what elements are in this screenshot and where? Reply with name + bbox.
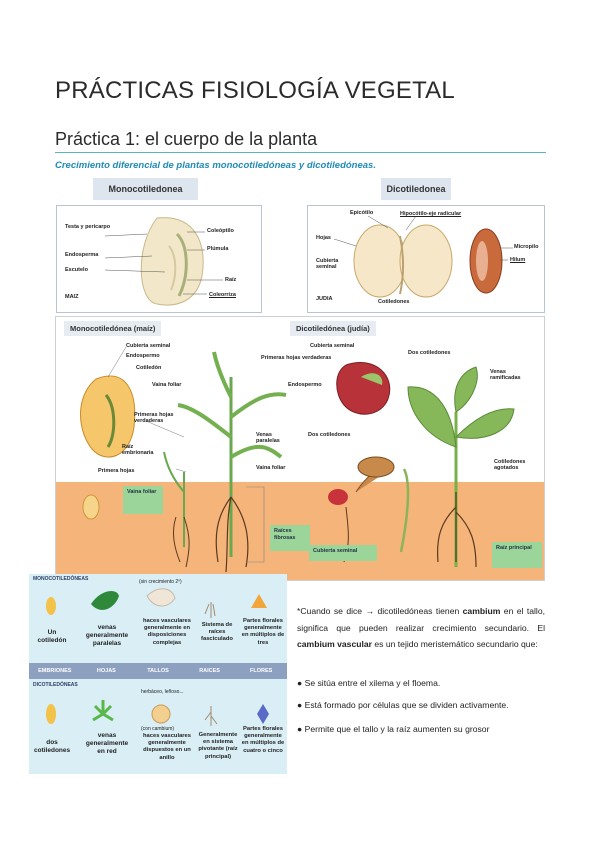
section-heading: Práctica 1: el cuerpo de la planta (55, 129, 318, 149)
table-illustrations (46, 588, 269, 726)
table-dicot-leaves: venas generalmente en red (85, 732, 129, 756)
germination-panel: Monocotiledónea (maíz) Dicotiledónea (ju… (55, 316, 545, 581)
comparison-table: MONOCOTILEDÓNEAS (sin crecimiento 2º) Un… (29, 574, 287, 774)
term-cambium-vascular: cambium vascular (297, 639, 372, 649)
label-dicot-true-leaves: Primeras hojas verdaderas (261, 355, 332, 361)
label-mono-cotyledon: Cotiledón (136, 365, 162, 371)
label-tap-root: Raíz principal (492, 542, 542, 568)
table-mono-flowers: Partes florales generalmente en múltiplo… (241, 618, 285, 646)
label-dicot-endosperm: Endospermo (288, 382, 322, 388)
arrow-glyph: → (365, 606, 375, 616)
label-mono-first-leaves: Primera hojas (98, 468, 135, 474)
table-monocot-heading: MONOCOTILEDÓNEAS (33, 576, 89, 582)
table-dicot-embryo: dos cotiledones (34, 739, 71, 755)
bullet-item: ● Permite que el tallo y la raíz aumente… (297, 724, 490, 734)
dicot-tag: Dicotiledonea (381, 178, 451, 200)
table-mono-stems: haces vasculares generalmente en disposi… (142, 618, 192, 646)
label-micropyle: Micropilo (514, 244, 539, 250)
term-cambium: cambium (462, 606, 501, 616)
label-fibrous-roots: Raíces fibrosas (270, 525, 310, 551)
label-hypocotyl: Hipocótilo-eje radicular (400, 211, 462, 217)
label-mono-veins: Venas paralelas (256, 432, 280, 444)
figure-caption: Crecimiento diferencial de plantas monoc… (55, 160, 376, 171)
band-leaves: HOJAS (96, 668, 116, 674)
label-seed-coat: Cubierta seminal (316, 258, 339, 270)
bean-seed-diagram: Epicótilo Hipocótilo-eje radicular Hojas… (307, 205, 545, 313)
table-no-secondary-note: (sin crecimiento 2º) (139, 579, 182, 585)
label-leaves: Hojas (316, 235, 331, 241)
label-dicot-seed-coat: Cubierta seminal (310, 343, 355, 349)
label-bean: JUDIA (316, 296, 333, 302)
label-maize: MAIZ (65, 294, 79, 300)
maize-seed-diagram: Testa y pericarpo Endosperma Escutelo Co… (56, 205, 262, 313)
label-dicot-seed-coat-green: Cubierta seminal (309, 545, 377, 561)
label-withered-cotyledons: Cotiledones agotados (494, 459, 526, 471)
band-roots: RAICES (199, 668, 220, 674)
table-dicot-stems: haces vasculares generalmente dispuestos… (142, 733, 192, 761)
table-mono-embryo: Un cotiledón (37, 629, 67, 645)
label-mono-endosperm: Endospermo (126, 353, 160, 359)
label-mono-sheath-2: Vaina foliar (256, 465, 286, 471)
label-endosperm: Endosperma (65, 252, 99, 258)
label-root: Raíz (225, 277, 237, 283)
label-plumule: Plúmula (207, 246, 229, 252)
maize-seed-illustration (104, 217, 223, 306)
table-cambium-note: (con cambium) (141, 726, 175, 732)
table-dicot-flowers: Partes florales generalmente en múltiplo… (241, 726, 285, 754)
label-mono-radicle: Raíz embrionaria (122, 444, 154, 456)
document-title: PRÁCTICAS FISIOLOGÍA VEGETAL (55, 77, 455, 104)
table-dicot-heading: DICOTILEDÓNEAS (33, 682, 78, 688)
table-herbaceous-note: herbáceo, leñoso... (141, 689, 184, 695)
bullet-item: ● Está formado por células que se divide… (297, 700, 509, 710)
label-testa: Testa y pericarpo (65, 224, 111, 230)
table-dicot-roots: Generalmente en sistema pivotante (raíz … (198, 732, 238, 760)
heading-rule (55, 152, 546, 153)
label-coleorhiza: Coleorriza (209, 292, 236, 298)
monocot-tag: Monocotiledonea (93, 178, 198, 200)
label-mono-seed-coat: Cubierta seminal (126, 343, 171, 349)
cambium-note: *Cuando se dice → dicotiledóneas tienen … (297, 606, 545, 649)
bean-seed-illustration (333, 215, 513, 298)
label-cotyledons: Cotiledones (378, 299, 410, 305)
label-epicotyl: Epicótilo (350, 210, 374, 216)
table-mono-roots: Sistema de raíces fasciculado (201, 622, 233, 643)
monocot-panel-heading: Monocotiledónea (maíz) (64, 321, 162, 336)
band-flowers: FLORES (250, 668, 273, 674)
label-mono-true-leaves: Primeras hojas verdaderas (134, 412, 174, 424)
label-dicot-two-cotyledons-2: Dos cotiledones (308, 432, 351, 438)
label-scutellum: Escutelo (65, 267, 88, 273)
germination-illustration (80, 346, 515, 573)
label-mono-sheath-green: Vaina foliar (123, 486, 163, 514)
label-mono-sheath: Vaina foliar (152, 382, 182, 388)
label-branched-veins: Venas ramificadas (490, 369, 521, 381)
label-dicot-two-cotyledons: Dos cotiledones (408, 350, 451, 356)
band-stems: TALLOS (147, 668, 169, 674)
table-mono-leaves: venas generalmente paralelas (85, 624, 129, 648)
label-coleoptile: Coleóptilo (207, 228, 234, 234)
table-category-band: EMBRIONES HOJAS TALLOS RAICES FLORES (29, 663, 287, 679)
dicot-panel-heading: Dicotiledónea (judía) (290, 321, 376, 336)
band-embryos: EMBRIONES (38, 668, 72, 674)
label-hilum: Hilum (510, 257, 526, 263)
bullet-item: ● Se sitúa entre el xilema y el floema. (297, 678, 441, 688)
